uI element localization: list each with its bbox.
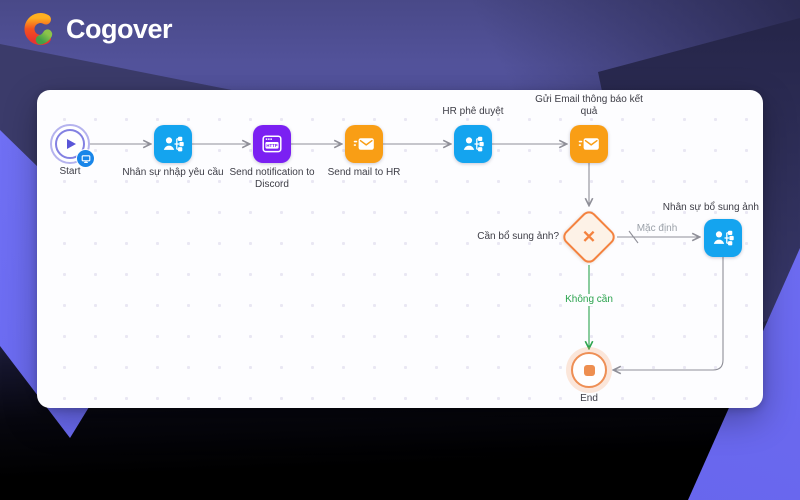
edge-addphoto-to-end: [614, 257, 724, 370]
label-decision: Cần bổ sung ảnh?: [477, 231, 559, 242]
node-request[interactable]: [154, 125, 192, 163]
user-task-icon: [704, 219, 742, 257]
label-mail-hr: Send mail to HR: [327, 167, 401, 178]
play-icon: [67, 139, 76, 149]
svg-text:HTTP: HTTP: [266, 143, 277, 148]
label-edge-no-need: Không cần: [562, 294, 616, 306]
label-end: End: [580, 393, 598, 404]
node-decision-gateway[interactable]: ✕: [560, 208, 618, 266]
x-icon: ✕: [581, 227, 597, 246]
screen-form-badge-icon: [76, 149, 95, 168]
end-ring: [571, 352, 607, 388]
brand-header: Cogover: [21, 11, 173, 47]
node-discord[interactable]: HTTP: [253, 125, 291, 163]
edge-default-tick: [628, 230, 639, 244]
label-start: Start: [59, 166, 81, 177]
workflow-edges: [89, 90, 724, 408]
user-task-icon: [154, 125, 192, 163]
node-result-mail[interactable]: [570, 125, 608, 163]
start-ring: [50, 124, 90, 164]
label-request: Nhân sự nhập yêu cầu: [122, 167, 224, 178]
user-task-icon: [454, 125, 492, 163]
label-discord: Send notification to Discord: [229, 167, 315, 190]
label-add-photo: Nhân sự bổ sung ảnh: [662, 202, 759, 213]
node-approve[interactable]: [454, 125, 492, 163]
stop-icon: [583, 364, 595, 376]
brand-name: Cogover: [66, 13, 173, 44]
label-result-mail: Gửi Email thông báo kết quả: [535, 94, 643, 117]
label-approve: HR phê duyệt: [442, 106, 504, 117]
node-mail-hr[interactable]: [345, 125, 383, 163]
mail-send-icon: [570, 125, 608, 163]
workflow-canvas[interactable]: HTTP: [37, 90, 763, 408]
node-add-photo[interactable]: [704, 219, 742, 257]
label-edge-default: Mặc định: [633, 223, 681, 235]
node-start[interactable]: [50, 124, 95, 168]
node-end[interactable]: [566, 347, 612, 393]
mail-send-icon: [345, 125, 383, 163]
http-icon: HTTP: [253, 125, 291, 163]
cogover-logo-icon: [24, 13, 53, 45]
